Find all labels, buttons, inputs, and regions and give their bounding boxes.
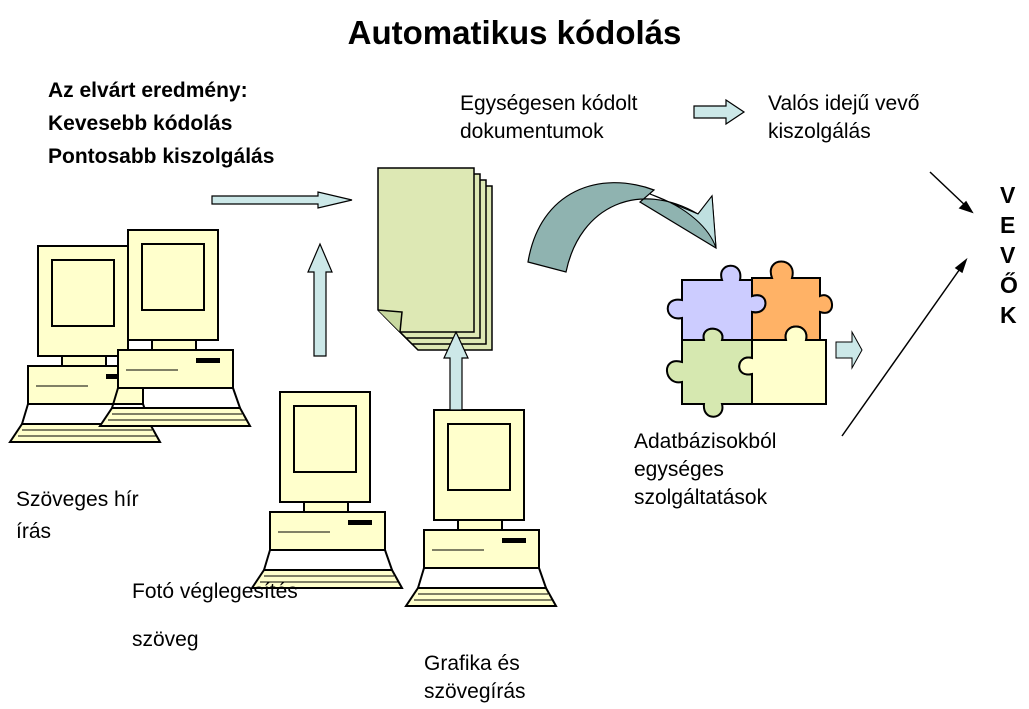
- puzzle-icon: [666, 260, 863, 418]
- graphics-writing-line: Grafika és: [424, 652, 520, 675]
- news-writing-line: Szöveges hír: [16, 488, 139, 511]
- arrow-up-icon: [443, 330, 469, 411]
- photo-text-label: szöveg: [132, 628, 199, 651]
- computer-icon: [405, 409, 557, 607]
- expected-item: Pontosabb kiszolgálás: [48, 145, 275, 168]
- customers-letter: V: [1000, 242, 1016, 268]
- customers-letter: K: [1000, 302, 1017, 328]
- graphics-writing-line: szövegírás: [424, 680, 526, 703]
- page-title: Automatikus kódolás: [347, 14, 682, 51]
- expected-item: Kevesebb kódolás: [48, 112, 233, 135]
- database-services-label: Adatbázisokból egységes szolgáltatások: [634, 428, 776, 512]
- graphics-writing-label: Grafika és szövegírás: [424, 650, 526, 706]
- database-services-line: szolgáltatások: [634, 486, 768, 509]
- expected-heading: Az elvárt eredmény:: [48, 79, 248, 102]
- customers-vertical-label: V E V Ő K: [1000, 180, 1029, 330]
- documents-icon: [377, 167, 493, 351]
- database-services-line: Adatbázisokból: [634, 430, 777, 453]
- realtime-service-label: Valós idejű vevő kiszolgálás: [768, 90, 919, 146]
- news-writing-label: Szöveges hír írás: [16, 484, 139, 548]
- coded-documents-label: Egységesen kódolt dokumentumok: [460, 90, 637, 146]
- arrow-diagonal-icon: [841, 171, 974, 437]
- news-writing-line: írás: [16, 520, 52, 543]
- arrow-up-icon: [307, 242, 333, 357]
- realtime-service-line: Valós idejű vevő: [768, 92, 920, 115]
- customers-letter: Ő: [1000, 272, 1018, 298]
- coded-documents-line: Egységesen kódolt: [460, 92, 638, 115]
- realtime-service-line: kiszolgálás: [768, 120, 871, 143]
- coded-documents-line: dokumentumok: [460, 120, 604, 143]
- expected-result-block: Az elvárt eredmény: Kevesebb kódolás Pon…: [48, 74, 274, 173]
- curved-arrow-icon: [527, 182, 717, 273]
- customers-letter: V: [1000, 182, 1016, 208]
- arrow-right-icon: [693, 98, 746, 126]
- computer-icon: [251, 391, 403, 589]
- customers-letter: E: [1000, 212, 1016, 238]
- database-services-line: egységes: [634, 458, 724, 481]
- photo-finalize-label: Fotó véglegesítés: [132, 580, 298, 603]
- arrow-right-icon: [211, 191, 353, 209]
